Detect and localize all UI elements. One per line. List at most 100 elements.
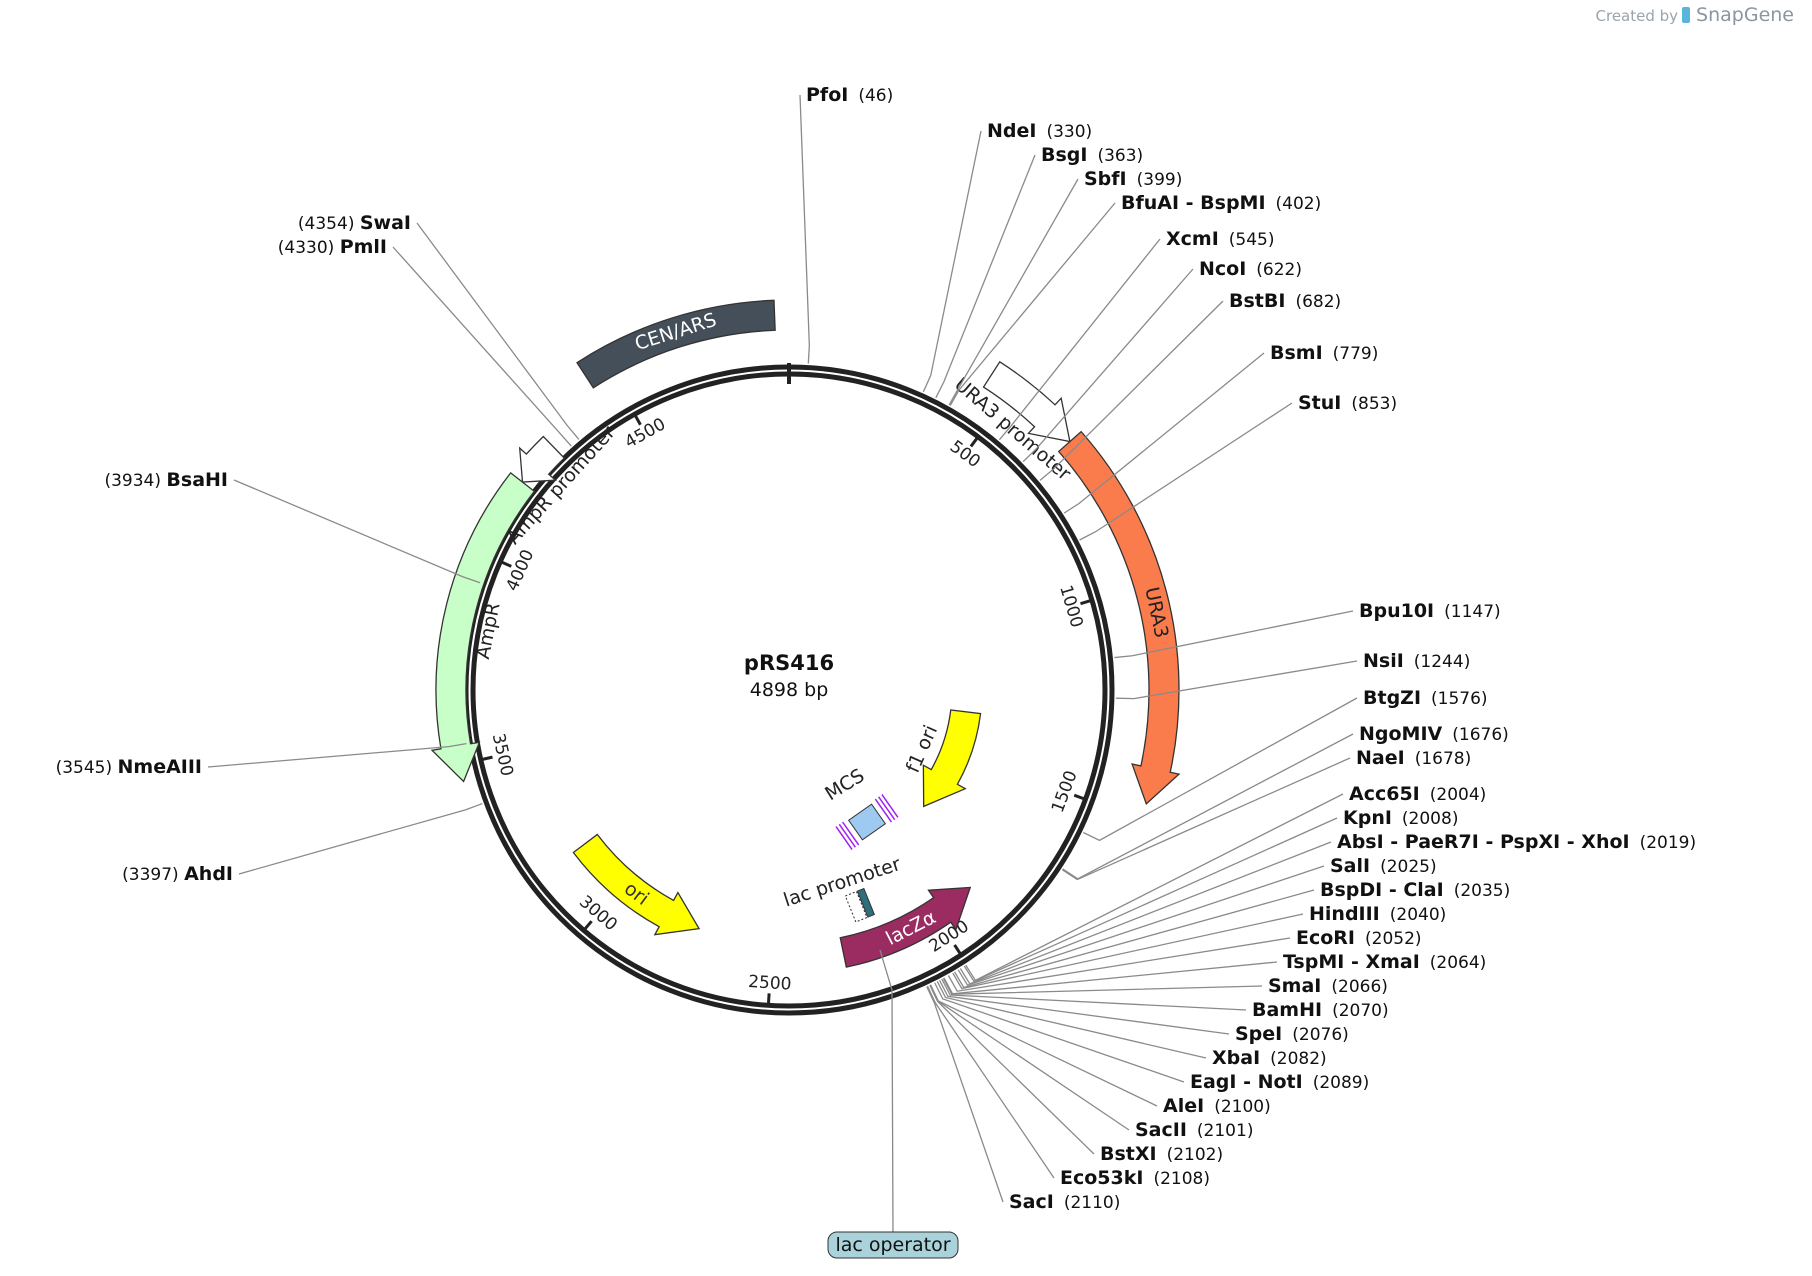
tick-mark-500	[969, 435, 980, 448]
site-leader-line	[963, 817, 1338, 983]
site-label: Bpu10I(1147)	[1359, 600, 1501, 622]
lac-promoter-box	[844, 890, 868, 923]
site-label: (3545) NmeAIII	[56, 756, 202, 778]
site-name: NcoI	[1199, 258, 1246, 280]
site-label: NdeI(330)	[987, 120, 1092, 142]
site-label: (4354) SwaI	[298, 212, 411, 234]
site-position: (4354)	[298, 214, 360, 234]
site-label: KpnI(2008)	[1343, 807, 1458, 829]
site-name: PmlI	[340, 236, 387, 258]
tick-label-1000: 1000	[1055, 583, 1086, 630]
site-eco53ki: Eco53kI(2108)	[926, 985, 1210, 1189]
site-name: TspMI - XmaI	[1283, 951, 1420, 973]
mcs-site-line	[835, 826, 853, 850]
site-position: (2035)	[1454, 881, 1511, 901]
site-position: (2064)	[1430, 953, 1487, 973]
site-btgzi: BtgZI (1576)	[1083, 687, 1488, 842]
site-position: (4330)	[278, 238, 340, 258]
site-position: (2066)	[1331, 977, 1388, 997]
site-label: HindIII (2040)	[1309, 903, 1446, 925]
tick-mark-2000	[953, 944, 963, 956]
site-label: BtgZI (1576)	[1363, 687, 1488, 709]
site-name: BamHI	[1252, 999, 1322, 1021]
site-position: (2082)	[1270, 1049, 1327, 1069]
feature-arrow-cen-ars	[576, 299, 776, 389]
site-position: (1576)	[1431, 689, 1488, 709]
site-label: BspDI - ClaI(2035)	[1320, 879, 1510, 901]
site-eagi-noti: EagI - NotI(2089)	[934, 982, 1369, 1093]
tick-mark-1000	[1080, 598, 1093, 606]
site-label: AbsI - PaeR7I - PspXI - XhoI(2019)	[1337, 831, 1696, 853]
feature-arrow-ura3	[1057, 430, 1181, 806]
site-position: (1678)	[1415, 749, 1472, 769]
site-name: SpeI	[1235, 1023, 1282, 1045]
site-leader-line	[942, 978, 1263, 995]
site-ndei: NdeI(330)	[922, 120, 1092, 393]
site-name: EcoRI	[1296, 927, 1355, 949]
mcs-box	[847, 803, 887, 841]
site-saci: SacI(2110)	[926, 986, 1120, 1213]
feature-arrow-lacz	[839, 886, 972, 968]
site-label: NcoI (622)	[1199, 258, 1302, 280]
tick-mark-4500	[633, 413, 642, 426]
site-position: (3934)	[104, 471, 166, 491]
site-label: BstBI(682)	[1229, 290, 1341, 312]
mcs-site-line	[838, 823, 856, 848]
mcs-site-line	[841, 821, 860, 846]
snapgene-logo-icon	[1682, 7, 1691, 23]
site-leader-line	[949, 202, 1116, 406]
site-leader-line	[799, 94, 810, 364]
site-ncoi: NcoI (622)	[1022, 258, 1302, 463]
site-leader-line	[936, 981, 1207, 1059]
tick-label-500: 500	[946, 437, 984, 472]
site-smai: SmaI(2066)	[942, 975, 1388, 997]
site-leader-line	[238, 802, 483, 875]
site-leader-line	[1022, 268, 1194, 463]
site-name: XbaI	[1212, 1047, 1260, 1069]
site-bsahi: (3934) BsaHI	[104, 469, 481, 584]
site-leader-line	[957, 865, 1325, 986]
site-name: HindIII	[1309, 903, 1380, 925]
site-position: (2040)	[1390, 905, 1447, 925]
lac-operator-badge	[827, 1231, 959, 1259]
site-ecori: EcoRI (2052)	[947, 927, 1422, 992]
plasmid-center-label: pRS416 4898 bp	[744, 651, 834, 701]
site-leader-line	[1039, 300, 1224, 481]
site-kpni: KpnI(2008)	[963, 807, 1458, 983]
site-position: (2004)	[1430, 785, 1487, 805]
site-leader-line	[926, 986, 1004, 1203]
site-label: SmaI(2066)	[1268, 975, 1388, 997]
site-spei: SpeI(2076)	[938, 979, 1349, 1045]
site-label: Eco53kI(2108)	[1060, 1167, 1210, 1189]
site-leader-line	[947, 937, 1291, 992]
site-position: (2052)	[1365, 929, 1422, 949]
site-position: (622)	[1256, 260, 1302, 280]
site-leader-line	[934, 982, 1185, 1083]
site-leader-line	[954, 889, 1315, 989]
site-name: BtgZI	[1363, 687, 1421, 709]
site-position: (2008)	[1402, 809, 1459, 829]
site-leader-line	[416, 222, 580, 440]
site-leader-line	[1083, 697, 1358, 842]
site-name: BsaHI	[166, 469, 228, 491]
site-bsmi: BsmI(779)	[1063, 342, 1378, 514]
site-name: BsmI	[1270, 342, 1323, 364]
site-position: (2070)	[1332, 1001, 1389, 1021]
site-leader-line	[1079, 402, 1293, 541]
site-position: (682)	[1295, 292, 1341, 312]
plasmid-name: pRS416	[744, 651, 834, 675]
site-label: SalI(2025)	[1330, 855, 1437, 877]
site-pmli: (4330) PmlI	[278, 236, 572, 447]
site-label: EagI - NotI(2089)	[1190, 1071, 1369, 1093]
site-label: BfuAI - BspMI(402)	[1121, 192, 1321, 214]
site-label: BstXI(2102)	[1100, 1143, 1223, 1165]
feature-arrow-ampr	[430, 471, 536, 783]
lac-promoter-feature	[844, 887, 876, 923]
site-hindiii: HindIII (2040)	[952, 903, 1446, 990]
site-name: EagI - NotI	[1190, 1071, 1303, 1093]
site-label: (4330) PmlI	[278, 236, 387, 258]
plasmid-length: 4898 bp	[750, 679, 829, 701]
site-leader-line	[1061, 757, 1351, 881]
site-bspdi-clai: BspDI - ClaI(2035)	[954, 879, 1510, 989]
site-name: BsgI	[1041, 144, 1087, 166]
